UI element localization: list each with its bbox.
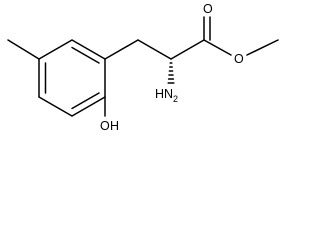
hydroxyl-o-label: O bbox=[100, 119, 110, 133]
amine-h-subscript: 2 bbox=[173, 94, 178, 104]
ring-bond-c4-c5 bbox=[38, 96, 73, 117]
ring-double-bond-c1-c2 bbox=[71, 46, 100, 64]
ring-to-ch2-bond bbox=[104, 39, 139, 60]
ester-oxygen-label: O bbox=[234, 52, 244, 66]
amine-n-label: N bbox=[164, 87, 173, 101]
methyl-bond bbox=[7, 39, 40, 60]
hydroxyl-h-label: H bbox=[110, 119, 119, 133]
amine-h-label: H bbox=[155, 87, 164, 101]
ch2-to-alpha-bond bbox=[137, 39, 172, 60]
carbonyl-oxygen-label: O bbox=[203, 2, 213, 16]
stereo-hashed-wedge bbox=[167, 62, 175, 84]
alpha-to-carbonyl-bond bbox=[170, 39, 205, 60]
chemical-structure-diagram: O O N H 2 O H bbox=[7, 2, 279, 133]
ring-double-bond-c5-c6 bbox=[71, 92, 100, 110]
ring-bond-c5-c6 bbox=[71, 96, 106, 117]
ring-bond-c2-c3 bbox=[38, 39, 73, 60]
ester-single-bond bbox=[203, 39, 232, 56]
ring-bond-c1-c2 bbox=[71, 39, 106, 60]
benzene-ring bbox=[38, 39, 106, 117]
methoxy-bond bbox=[246, 39, 279, 56]
